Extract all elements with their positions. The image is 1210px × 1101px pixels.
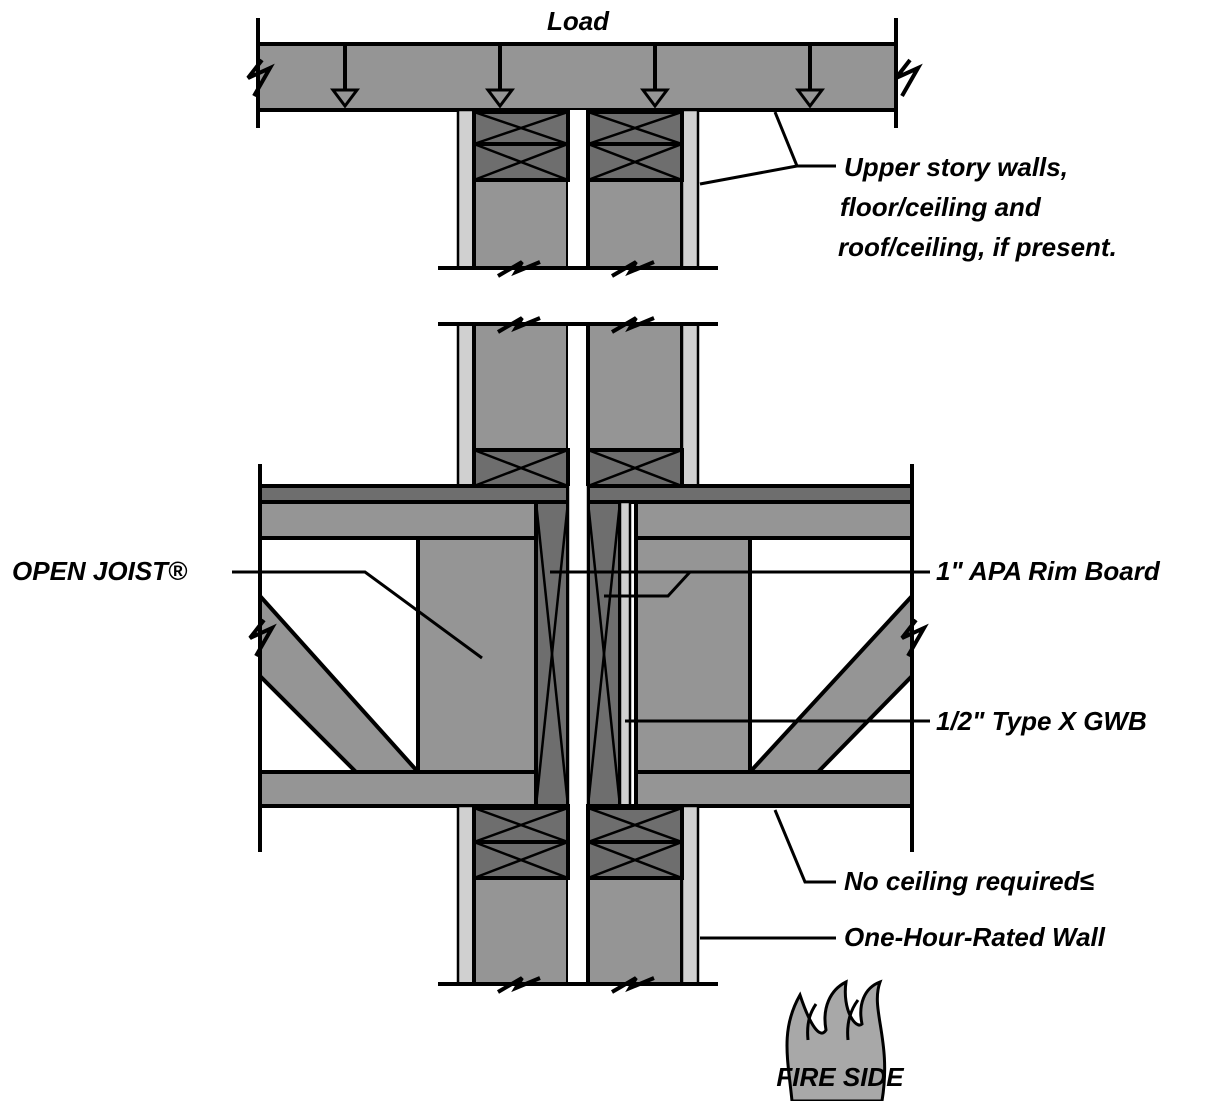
- upper-story-label-line-1: Upper story walls,: [844, 152, 1068, 182]
- load-arrow-icon: [640, 46, 670, 109]
- break-mark-icon: [496, 260, 541, 278]
- upper-story-label-line-2: floor/ceiling and: [840, 192, 1042, 222]
- break-mark-icon: [248, 618, 277, 657]
- break-mark-icon: [900, 618, 929, 657]
- load-arrow-icon: [485, 46, 515, 109]
- break-mark-icon: [894, 58, 923, 97]
- gwb-label: 1/2" Type X GWB: [936, 706, 1147, 736]
- lower-wall: [438, 804, 718, 994]
- rated-wall-label: One-Hour-Rated Wall: [844, 922, 1106, 952]
- load-arrow-icon: [330, 46, 360, 109]
- load-arrows: [330, 46, 825, 109]
- upper-story-label-line-3: roof/ceiling, if present.: [838, 232, 1117, 262]
- load-arrow-icon: [795, 46, 825, 109]
- middle-wall: [438, 316, 718, 488]
- break-mark-icon: [496, 976, 541, 994]
- break-mark-icon: [610, 260, 655, 278]
- fire-side-label: FIRE SIDE: [776, 1062, 904, 1092]
- break-mark-icon: [610, 316, 655, 334]
- no-ceiling-label: No ceiling required≤: [844, 866, 1094, 896]
- break-mark-icon: [610, 976, 655, 994]
- break-mark-icon: [246, 58, 275, 97]
- open-joist-label: OPEN JOIST®: [12, 556, 188, 586]
- upper-floor-slab: [246, 18, 923, 128]
- leader-lines: [232, 111, 930, 940]
- upper-wall: [438, 108, 718, 278]
- rim-board-label: 1" APA Rim Board: [936, 556, 1161, 586]
- break-mark-icon: [496, 316, 541, 334]
- load-label: Load: [547, 6, 610, 36]
- floor-assembly: [248, 464, 929, 852]
- flame-icon: [785, 979, 887, 1101]
